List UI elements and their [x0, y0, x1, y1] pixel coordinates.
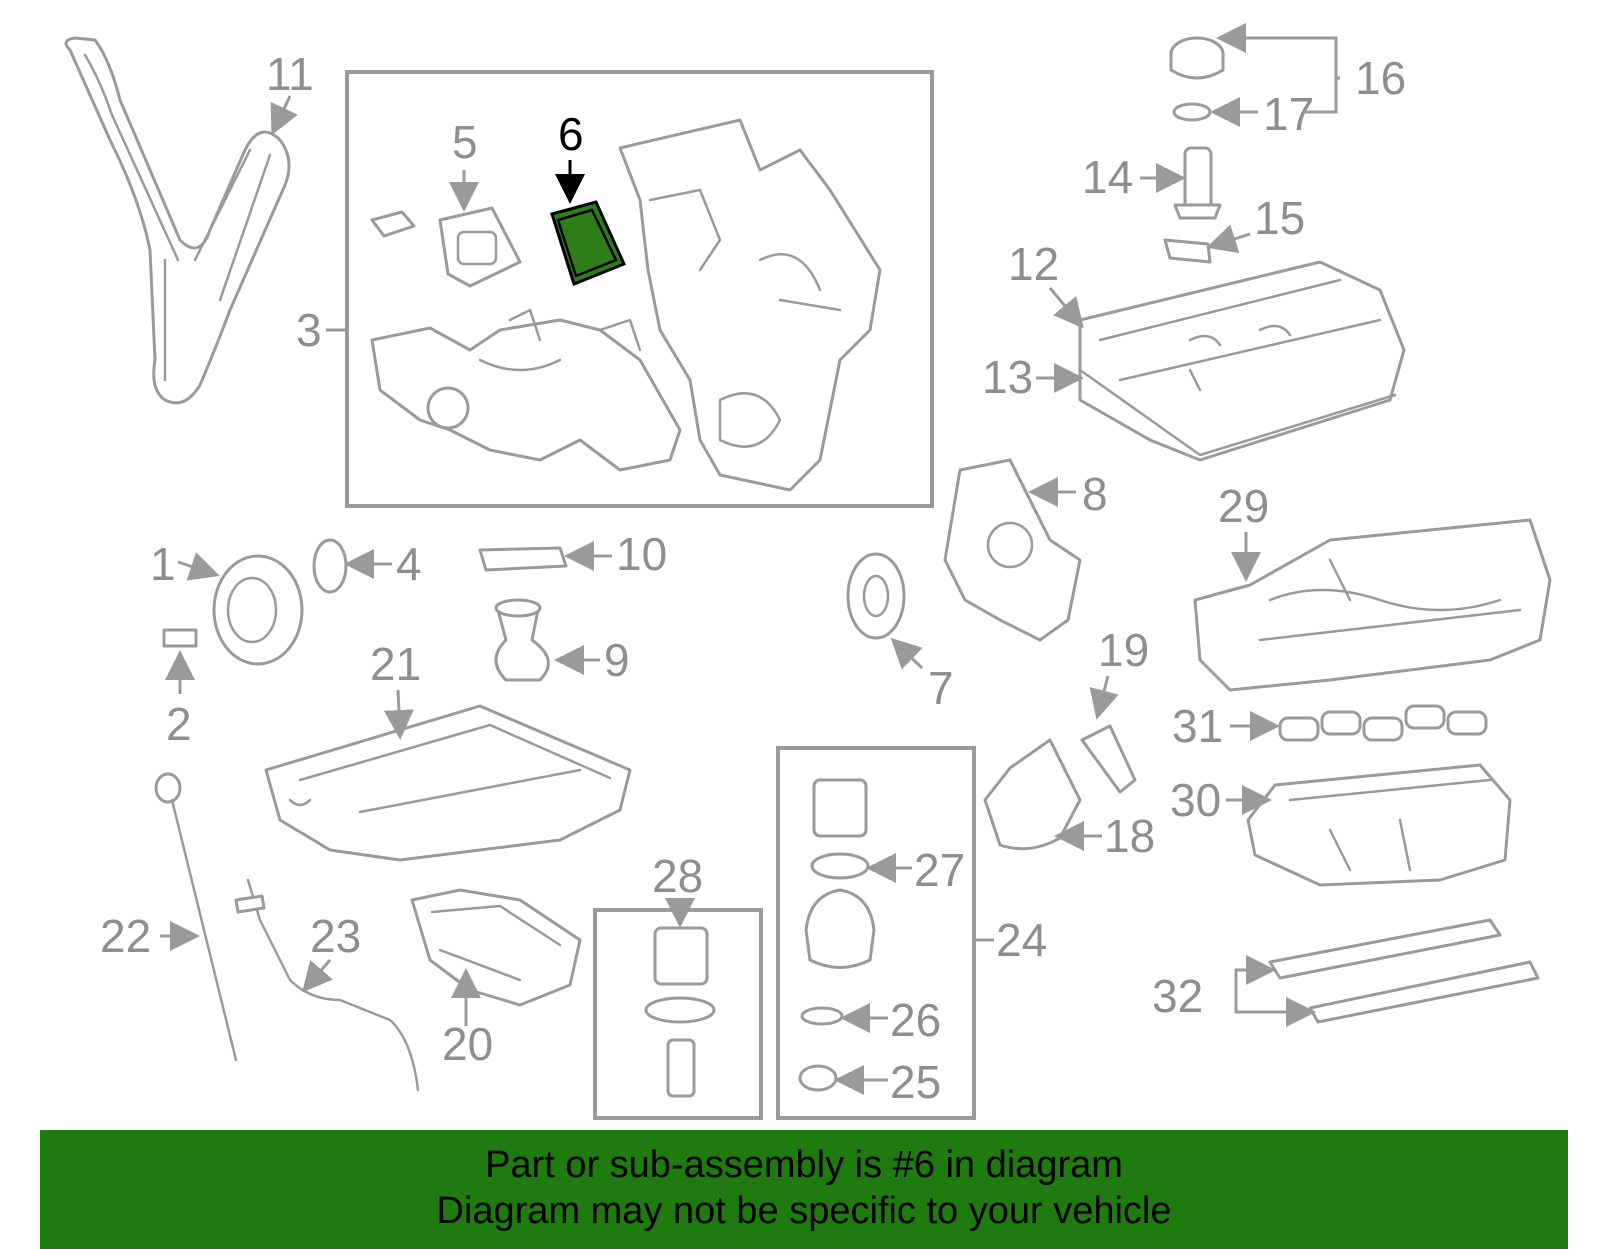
banner-line-2: Diagram may not be specific to your vehi… — [436, 1190, 1172, 1232]
oil-pump-rotor-part[interactable] — [846, 552, 906, 640]
timing-chain-part[interactable] — [64, 36, 291, 405]
label-11: 11 — [266, 48, 314, 100]
label-26: 26 — [890, 994, 941, 1046]
engine-plate-part[interactable] — [943, 458, 1082, 642]
label-1: 1 — [150, 538, 176, 590]
label-20: 20 — [442, 1018, 493, 1070]
label-5: 5 — [452, 116, 478, 168]
label-22: 22 — [100, 910, 151, 962]
label-3: 3 — [296, 304, 322, 356]
label-29: 29 — [1218, 480, 1269, 532]
label-27: 27 — [914, 844, 965, 896]
label-14: 14 — [1082, 151, 1133, 203]
oil-filter-housing-parts[interactable] — [798, 778, 876, 1092]
label-18: 18 — [1104, 810, 1155, 862]
oil-pan-upper-part[interactable] — [264, 704, 632, 862]
label-12: 12 — [1008, 238, 1059, 290]
label-15: 15 — [1254, 192, 1305, 244]
dipstick-tube-part[interactable] — [234, 878, 420, 1092]
crankshaft-pulley-part[interactable] — [212, 554, 304, 666]
label-7: 7 — [928, 662, 954, 714]
label-21: 21 — [370, 638, 421, 690]
label-30: 30 — [1170, 774, 1221, 826]
label-31: 31 — [1172, 700, 1223, 752]
label-24: 24 — [996, 914, 1047, 966]
dipstick-part[interactable] — [154, 772, 238, 1062]
pulley-bolt-part[interactable] — [162, 628, 198, 648]
label-6: 6 — [558, 108, 584, 160]
label-17: 17 — [1263, 88, 1314, 140]
o-ring-part[interactable] — [312, 538, 348, 594]
oil-filter-element-part[interactable] — [644, 926, 716, 1098]
label-28: 28 — [652, 850, 703, 902]
label-4: 4 — [396, 538, 422, 590]
label-13: 13 — [982, 351, 1033, 403]
timing-cover-part[interactable] — [370, 118, 882, 492]
label-2: 2 — [166, 698, 192, 750]
intake-manifold-lower-part[interactable] — [1246, 763, 1512, 887]
label-8: 8 — [1082, 468, 1108, 520]
label-9: 9 — [604, 634, 630, 686]
banner-line-1: Part or sub-assembly is #6 in diagram — [485, 1144, 1123, 1186]
manifold-gasket-part-32[interactable] — [1268, 918, 1540, 1024]
label-16: 16 — [1355, 52, 1406, 104]
oil-strainer-part[interactable] — [478, 546, 568, 682]
group-box-24 — [776, 746, 976, 1120]
label-19: 19 — [1098, 624, 1149, 676]
label-23: 23 — [310, 910, 361, 962]
intake-manifold-part[interactable] — [1193, 518, 1552, 692]
gasket-part-5[interactable] — [370, 206, 522, 288]
oil-pan-lower-part[interactable] — [410, 888, 582, 1007]
group-box-3 — [345, 70, 934, 508]
oil-filler-cap-part[interactable] — [1169, 36, 1225, 122]
info-banner: Part or sub-assembly is #6 in diagram Di… — [40, 1130, 1568, 1249]
valve-cover-part[interactable] — [1078, 260, 1406, 462]
label-25: 25 — [890, 1056, 941, 1108]
label-10: 10 — [616, 528, 667, 580]
intake-gasket-part-31[interactable] — [1278, 704, 1488, 742]
label-32: 32 — [1152, 970, 1203, 1022]
